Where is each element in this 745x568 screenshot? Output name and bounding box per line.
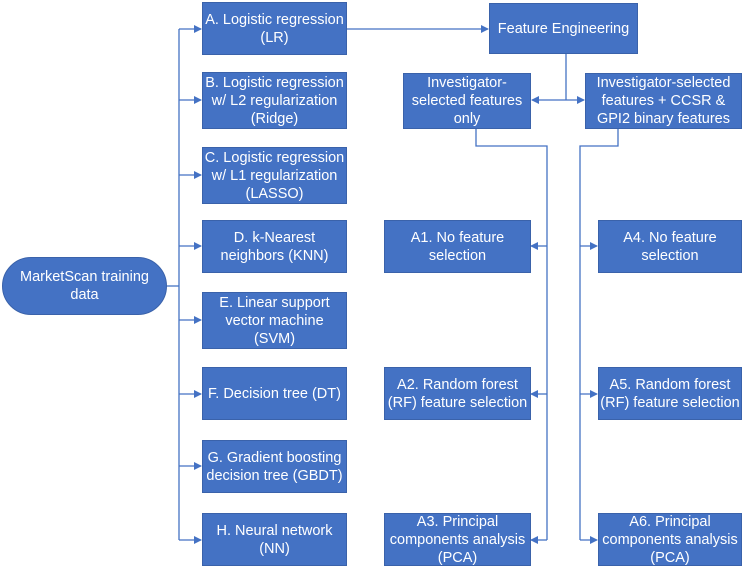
model-box-a: A. Logistic regression (LR) — [202, 2, 347, 55]
selection-box-a2: A2. Random forest (RF) feature selection — [384, 367, 531, 420]
connector-right-set-spine — [579, 129, 619, 540]
selection-box-a4: A4. No feature selection — [598, 220, 742, 273]
feature-engineering-label: Feature Engineering — [497, 20, 630, 37]
feature-engineering-box: Feature Engineering — [489, 3, 638, 54]
model-label: G. Gradient boosting decision tree (GBDT… — [206, 449, 343, 484]
model-box-e: E. Linear support vector machine (SVM) — [202, 292, 347, 349]
selection-box-a5: A5. Random forest (RF) feature selection — [598, 367, 742, 420]
selection-box-a3: A3. Principal components analysis (PCA) — [384, 513, 531, 566]
selection-box-a6: A6. Principal components analysis (PCA) — [598, 513, 742, 566]
selection-label: A3. Principal components analysis (PCA) — [389, 513, 526, 566]
model-box-f: F. Decision tree (DT) — [202, 367, 347, 420]
model-box-c: C. Logistic regression w/ L1 regularizat… — [202, 147, 347, 204]
model-label: E. Linear support vector machine (SVM) — [219, 294, 330, 347]
root-node: MarketScan training data — [2, 257, 167, 315]
feature-set-left-box: Investigator- selected features only — [403, 73, 531, 129]
selection-label: A6. Principal components analysis (PCA) — [602, 513, 738, 566]
feature-set-right-label: Investigator-selected features + CCSR & … — [596, 75, 731, 127]
model-box-h: H. Neural network (NN) — [202, 513, 347, 566]
model-label: A. Logistic regression (LR) — [205, 11, 344, 46]
model-label: F. Decision tree (DT) — [208, 385, 341, 402]
model-box-b: B. Logistic regression w/ L2 regularizat… — [202, 72, 347, 129]
model-label: D. k-Nearest neighbors (KNN) — [220, 229, 329, 264]
selection-label: A1. No feature selection — [410, 229, 505, 264]
feature-set-left-label: Investigator- selected features only — [411, 75, 523, 127]
connector-left-set-spine — [475, 129, 548, 540]
model-label: H. Neural network (NN) — [216, 522, 333, 557]
selection-label: A4. No feature selection — [623, 229, 717, 264]
feature-set-right-box: Investigator-selected features + CCSR & … — [585, 73, 742, 129]
root-label: MarketScan training data — [20, 269, 149, 303]
model-box-g: G. Gradient boosting decision tree (GBDT… — [202, 440, 347, 493]
selection-label: A2. Random forest (RF) feature selection — [387, 376, 528, 411]
model-label: C. Logistic regression w/ L1 regularizat… — [204, 149, 345, 202]
model-label: B. Logistic regression w/ L2 regularizat… — [205, 74, 344, 127]
model-box-d: D. k-Nearest neighbors (KNN) — [202, 220, 347, 273]
selection-box-a1: A1. No feature selection — [384, 220, 531, 273]
selection-label: A5. Random forest (RF) feature selection — [600, 376, 740, 411]
